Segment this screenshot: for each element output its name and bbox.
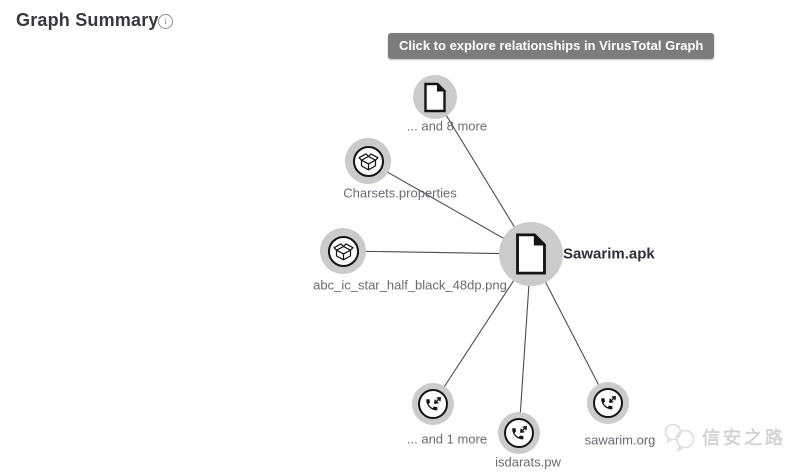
node-sawarim-apk[interactable]	[499, 222, 563, 286]
node-charsets-properties[interactable]	[345, 138, 391, 184]
node-label: isdarats.pw	[495, 454, 561, 470]
node-abc-ic-star-png[interactable]	[320, 228, 366, 274]
node-label: sawarim.org	[584, 432, 656, 448]
node-sawarim-org[interactable]	[587, 382, 629, 424]
node-label: Charsets.properties	[343, 185, 457, 201]
central-node-label: Sawarim.apk	[563, 245, 655, 263]
phone-arrows-icon	[425, 396, 441, 410]
watermark: 信安之路	[662, 422, 786, 452]
node-more-files[interactable]	[413, 75, 457, 119]
info-icon[interactable]	[158, 14, 173, 29]
watermark-text: 信安之路	[702, 428, 786, 449]
phone-arrows-icon	[600, 395, 616, 409]
page-title: Graph Summary	[16, 10, 159, 30]
phone-arrows-icon	[511, 425, 527, 439]
file-icon	[424, 82, 446, 112]
node-label: abc_ic_star_half_black_48dp.png	[313, 277, 507, 293]
package-icon	[332, 242, 354, 260]
node-more-domains[interactable]	[412, 383, 454, 425]
node-label: ... and 1 more	[406, 431, 488, 447]
package-icon	[357, 152, 379, 170]
node-isdarats-pw[interactable]	[498, 412, 540, 454]
watermark-logo-icon	[664, 423, 695, 452]
file-icon	[516, 233, 547, 275]
graph-tooltip: Click to explore relationships in VirusT…	[388, 33, 715, 59]
node-label: ... and 8 more	[406, 118, 488, 134]
